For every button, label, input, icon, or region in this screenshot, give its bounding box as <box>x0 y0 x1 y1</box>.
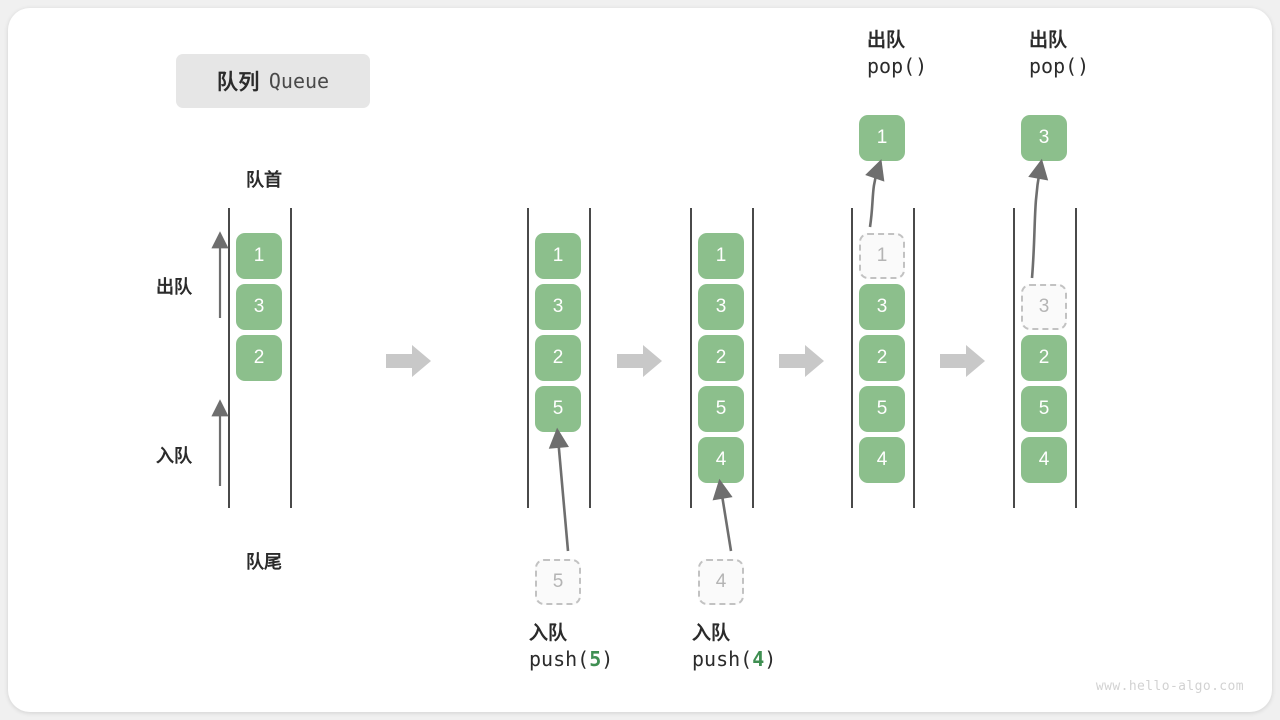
queue-cell: 1 <box>236 233 282 279</box>
queue-head-label: 队首 <box>246 170 282 190</box>
step-transition-arrow <box>778 344 825 378</box>
figure-title-chip: 队列 Queue <box>176 54 370 108</box>
queue-cell: 2 <box>236 335 282 381</box>
queue-rail-left <box>1013 208 1015 508</box>
queue-rail-left <box>527 208 529 508</box>
push-arrow <box>712 478 733 552</box>
queue-rail-left <box>228 208 230 508</box>
push-operation-label: 入队 push(5) <box>529 621 613 673</box>
pop-label-cn: 出队 <box>1029 30 1068 51</box>
push-label-arg: 5 <box>589 647 602 672</box>
popped-value-cell: 3 <box>1021 115 1067 161</box>
queue-cell: 3 <box>236 284 282 330</box>
push-label-cn: 入队 <box>692 623 731 644</box>
pop-label-cn: 出队 <box>867 30 906 51</box>
queue-cell: 5 <box>859 386 905 432</box>
queue-cell: 1 <box>698 233 744 279</box>
queue-cell-ghost: 3 <box>1021 284 1067 330</box>
push-source-ghost-cell: 5 <box>535 559 581 605</box>
queue-rail-right <box>290 208 292 508</box>
push-label-arg: 4 <box>752 647 765 672</box>
queue-rail-right <box>1075 208 1077 508</box>
figure-title-en: Queue <box>268 69 330 93</box>
pop-operation-label: 出队 pop() <box>867 28 927 80</box>
queue-cell: 5 <box>1021 386 1067 432</box>
queue-rail-right <box>589 208 591 508</box>
push-source-ghost-cell: 4 <box>698 559 744 605</box>
queue-cell: 2 <box>535 335 581 381</box>
figure-card: 队列 Queue 队首 队尾 出队 入队 1 3 2 1 3 2 5 5 入队 push(5) 1 3… <box>8 8 1272 712</box>
queue-tail-label: 队尾 <box>246 552 282 572</box>
watermark: www.hello-algo.com <box>1095 679 1244 694</box>
queue-cell: 5 <box>698 386 744 432</box>
queue-cell: 5 <box>535 386 581 432</box>
queue-cell: 3 <box>859 284 905 330</box>
pop-label-code: pop() <box>867 54 928 79</box>
queue-rail-right <box>752 208 754 508</box>
push-label-cn: 入队 <box>529 623 568 644</box>
queue-cell: 2 <box>859 335 905 381</box>
figure-title-cn: 队列 <box>216 71 260 94</box>
queue-cell-ghost: 1 <box>859 233 905 279</box>
pop-arrow <box>865 159 885 228</box>
queue-rail-right <box>913 208 915 508</box>
queue-cell: 4 <box>859 437 905 483</box>
popped-value-cell: 1 <box>859 115 905 161</box>
push-label-code: push(5) <box>529 647 614 672</box>
enqueue-direction-label: 入队 <box>156 446 192 466</box>
step-transition-arrow <box>385 344 432 378</box>
queue-cell: 1 <box>535 233 581 279</box>
queue-cell: 3 <box>535 284 581 330</box>
queue-rail-left <box>690 208 692 508</box>
queue-rail-left <box>851 208 853 508</box>
push-label-code: push(4) <box>692 647 777 672</box>
queue-cell: 4 <box>698 437 744 483</box>
push-arrow <box>548 427 570 552</box>
queue-cell: 2 <box>698 335 744 381</box>
pop-arrow <box>1028 158 1049 279</box>
queue-cell: 4 <box>1021 437 1067 483</box>
pop-operation-label: 出队 pop() <box>1029 28 1089 80</box>
step-transition-arrow <box>940 344 986 378</box>
step-transition-arrow <box>616 344 663 378</box>
queue-cell: 2 <box>1021 335 1067 381</box>
queue-cell: 3 <box>698 284 744 330</box>
push-operation-label: 入队 push(4) <box>692 621 776 673</box>
pop-label-code: pop() <box>1029 54 1090 79</box>
dequeue-direction-label: 出队 <box>156 277 192 297</box>
